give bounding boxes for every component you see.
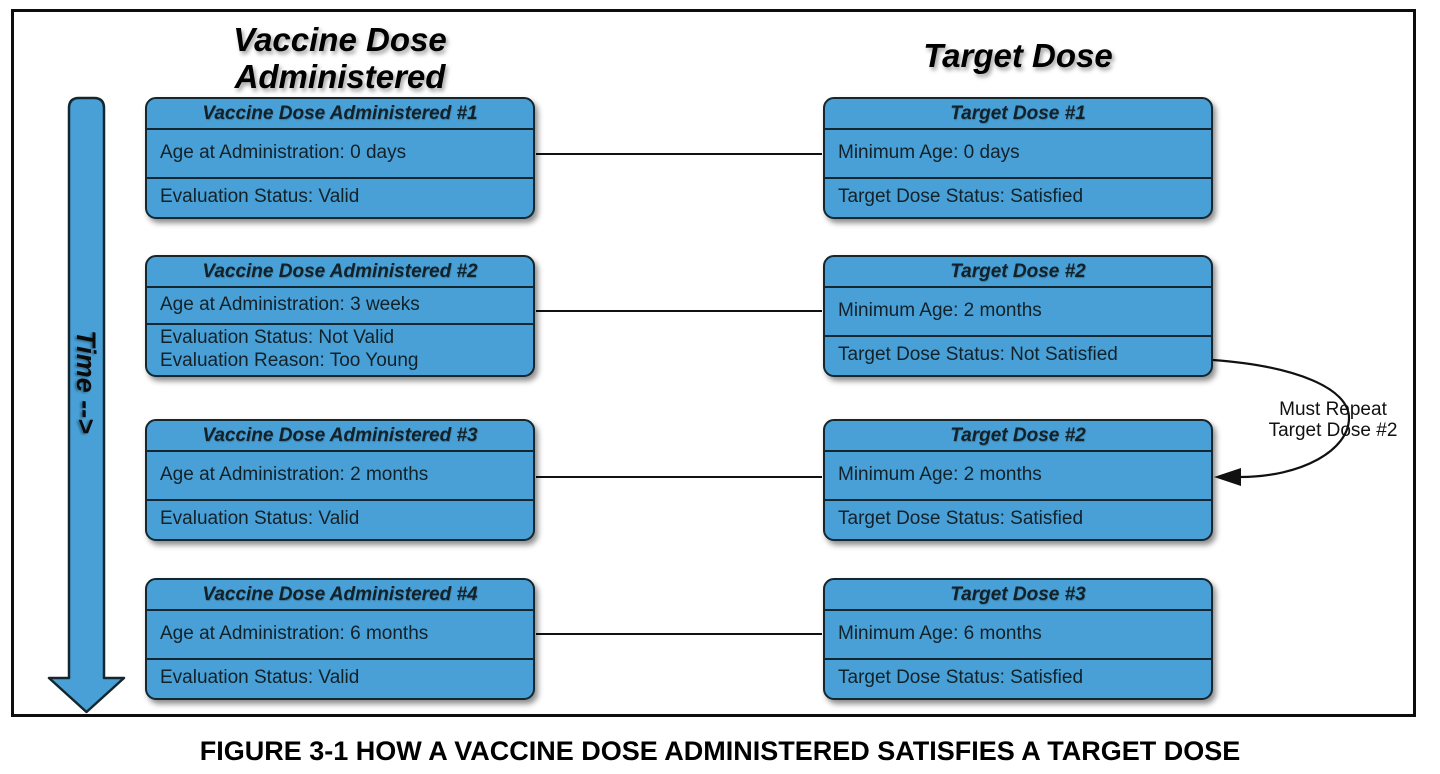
box-line: Target Dose Status: Satisfied [838,508,1084,530]
target-dose-box-2-repeat: Target Dose #2 Minimum Age: 2 months Tar… [823,419,1213,541]
box-title: Vaccine Dose Administered #3 [147,421,533,452]
figure-caption: FIGURE 3-1 HOW A VACCINE DOSE ADMINISTER… [199,736,1241,766]
box-line: Target Dose Status: Not Satisfied [838,344,1118,366]
target-dose-box-1: Target Dose #1 Minimum Age: 0 days Targe… [823,97,1213,219]
target-dose-box-2: Target Dose #2 Minimum Age: 2 months Tar… [823,255,1213,377]
box-line: Evaluation Status: Valid [160,186,360,208]
box-line: Target Dose Status: Satisfied [838,186,1084,208]
box-line: Evaluation Status: Not Valid [160,327,395,349]
vda-box-2: Vaccine Dose Administered #2 Age at Admi… [145,255,535,377]
box-title: Target Dose #2 [825,421,1211,452]
time-arrow-label: Time --> [71,330,102,434]
time-arrow-icon [47,96,126,714]
box-line: Minimum Age: 2 months [825,288,1211,337]
box-title: Target Dose #2 [825,257,1211,288]
box-line: Evaluation Status: Valid [160,667,360,689]
box-line: Evaluation Status: Valid [160,508,360,530]
right-column-title: Target Dose [923,37,1113,74]
box-title: Vaccine Dose Administered #4 [147,580,533,611]
box-title: Vaccine Dose Administered #2 [147,257,533,288]
target-dose-box-3: Target Dose #3 Minimum Age: 6 months Tar… [823,578,1213,700]
box-multiline: Evaluation Status: Not Valid Evaluation … [147,325,533,375]
left-column-title: Vaccine Dose Administered [233,21,447,95]
annotation-line: Target Dose #2 [1268,420,1398,441]
repeat-arrowhead-icon [1214,468,1241,486]
box-line: Minimum Age: 6 months [825,611,1211,660]
vda-box-1: Vaccine Dose Administered #1 Age at Admi… [145,97,535,219]
box-title: Target Dose #1 [825,99,1211,130]
vda-box-3: Vaccine Dose Administered #3 Age at Admi… [145,419,535,541]
annotation-line: Must Repeat [1279,399,1387,420]
vda-box-4: Vaccine Dose Administered #4 Age at Admi… [145,578,535,700]
box-title: Target Dose #3 [825,580,1211,611]
box-line: Age at Administration: 6 months [147,611,533,660]
box-line: Minimum Age: 2 months [825,452,1211,501]
box-line: Age at Administration: 2 months [147,452,533,501]
box-line: Age at Administration: 0 days [147,130,533,179]
box-line: Target Dose Status: Satisfied [838,667,1084,689]
box-line: Evaluation Reason: Too Young [160,350,419,372]
repeat-arrow-curve [1212,358,1351,479]
must-repeat-annotation: Must Repeat Target Dose #2 [1247,399,1419,441]
box-line: Minimum Age: 0 days [825,130,1211,179]
box-line: Age at Administration: 3 weeks [147,288,533,326]
box-title: Vaccine Dose Administered #1 [147,99,533,130]
